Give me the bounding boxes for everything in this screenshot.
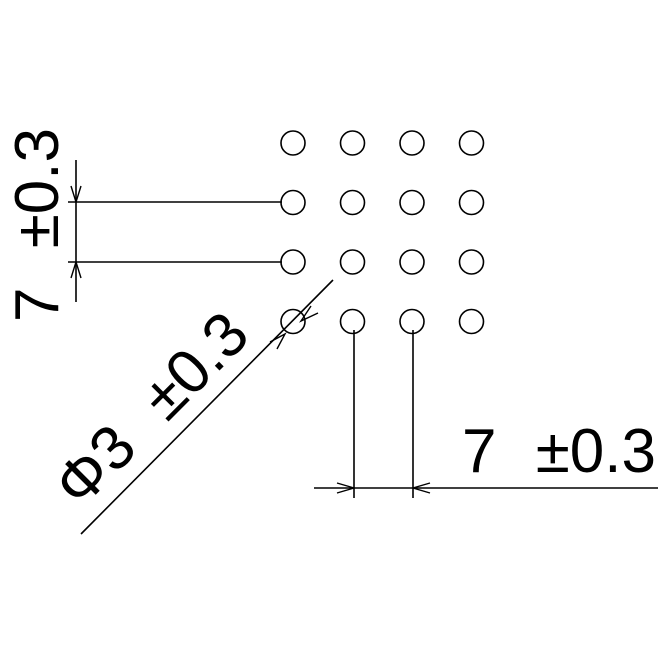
hole-r1-c2	[339, 130, 366, 156]
hole-r3-c4	[458, 249, 485, 275]
hole-diameter-value: Φ3	[41, 412, 149, 520]
hole-diameter-tolerance: ±0.3	[128, 299, 262, 433]
hole-diameter-label: Φ3 ±0.3	[41, 299, 262, 520]
horizontal-pitch-tolerance: ±0.3	[536, 417, 656, 486]
hole-r3-c2	[339, 249, 366, 275]
hole-r2-c4	[458, 189, 485, 216]
hole-r1-c1	[280, 130, 306, 156]
hole-r4-c2	[339, 308, 366, 335]
horizontal-pitch-label: 7 ±0.3	[462, 417, 656, 486]
arrow-head-lower	[70, 259, 82, 279]
hole-r2-c3	[399, 189, 425, 216]
hole-r2-c1	[280, 189, 306, 216]
vertical-pitch-tolerance: ±0.3	[3, 128, 72, 248]
diameter-leader-line	[80, 279, 334, 535]
hole-r4-c4	[458, 308, 485, 335]
arrow-head-leader-upper	[299, 305, 319, 323]
hole-r3-c3	[399, 249, 425, 275]
hole-r4-c3	[399, 308, 425, 335]
vertical-pitch-dimension: 7 ±0.3	[3, 128, 282, 322]
horizontal-pitch-dimension: 7 ±0.3	[314, 330, 658, 498]
vertical-pitch-value: 7	[3, 288, 72, 322]
arrow-head-right	[410, 482, 431, 494]
hole-r3-c1	[280, 249, 306, 275]
hole-grid	[280, 130, 485, 335]
vertical-pitch-label: 7 ±0.3	[3, 128, 72, 322]
hole-r1-c3	[399, 130, 425, 156]
hole-r1-c4	[458, 130, 485, 156]
arrow-head-leader-lower	[269, 332, 287, 350]
arrow-head-upper	[70, 185, 82, 205]
hole-r2-c2	[339, 189, 366, 216]
horizontal-pitch-value: 7	[462, 417, 496, 486]
arrow-head-left	[336, 482, 357, 494]
